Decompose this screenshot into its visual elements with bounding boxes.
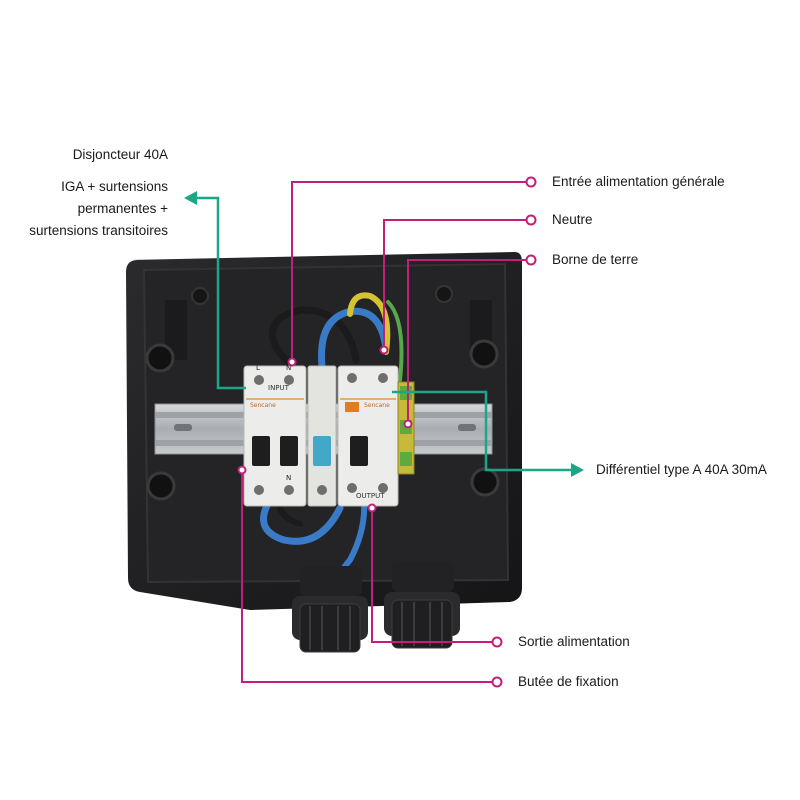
output-marking: OUTPUT xyxy=(356,492,385,500)
screw-holes xyxy=(145,285,500,501)
label-sortie: Sortie alimentation xyxy=(518,634,630,649)
terminal-n-marking: N xyxy=(286,364,292,372)
label-disjoncteur: Disjoncteur 40A xyxy=(72,147,168,162)
teal-callouts xyxy=(184,191,584,477)
label-entree: Entrée alimentation générale xyxy=(552,174,725,189)
breaker-modules xyxy=(243,365,415,507)
label-differentiel: Différentiel type A 40A 30mA xyxy=(596,462,767,477)
brand-marking-1: Sencane xyxy=(250,402,276,409)
cable-glands xyxy=(292,562,460,653)
label-iga-1: IGA + surtensions xyxy=(61,179,168,194)
label-butee: Butée de fixation xyxy=(518,674,619,689)
terminal-l-marking: L xyxy=(256,364,260,372)
terminal-n-bottom-marking: N xyxy=(286,474,292,482)
label-neutre: Neutre xyxy=(552,212,593,227)
callout-lines xyxy=(237,176,537,688)
brand-marking-2: Sencane xyxy=(364,402,390,409)
label-iga-2: permanentes + xyxy=(77,201,168,216)
label-iga-3: surtensions transitoires xyxy=(29,223,168,238)
label-terre: Borne de terre xyxy=(552,252,639,267)
input-marking: INPUT xyxy=(268,384,289,392)
